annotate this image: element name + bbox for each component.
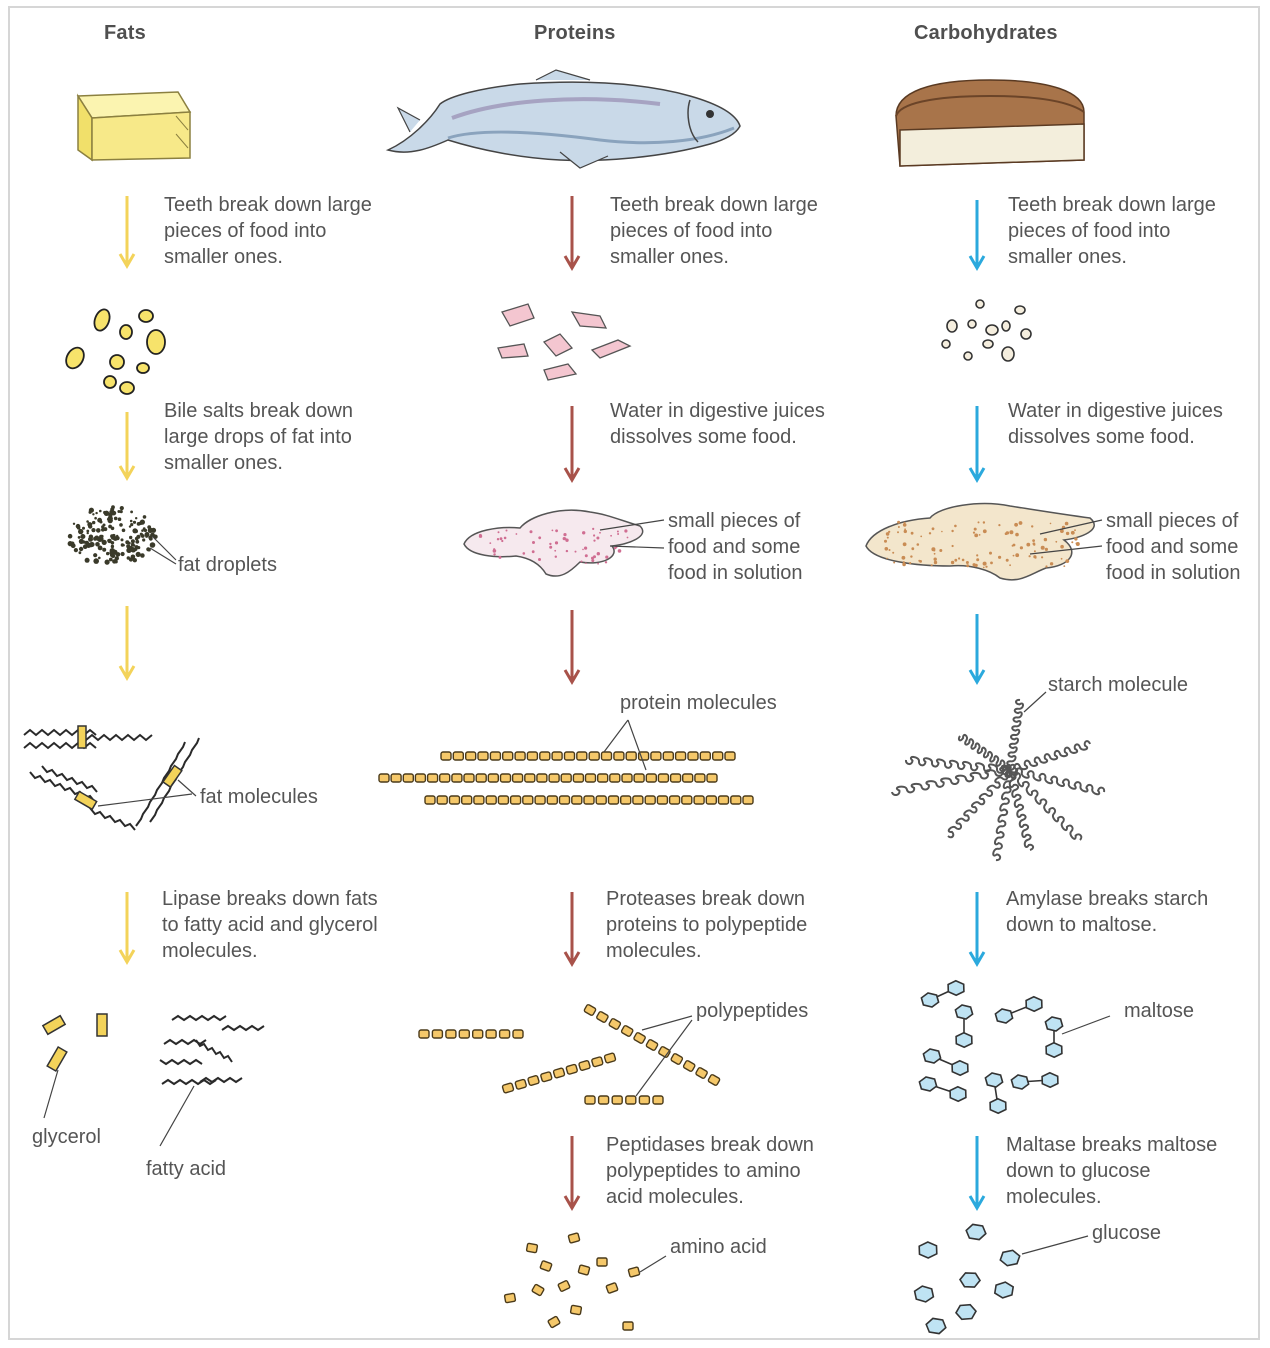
proteins-step-1-caption: Teeth break down large pieces of food in…	[610, 192, 818, 270]
fat-droplets-pointer	[150, 536, 176, 564]
glucose-label: glucose	[1092, 1222, 1161, 1245]
starch-molecule-pointer	[1024, 692, 1046, 712]
fatty-acid-chains	[160, 1016, 264, 1084]
fish-icon	[388, 70, 740, 168]
starch-molecule-label: starch molecule	[1048, 674, 1188, 697]
proteins-heading: Proteins	[534, 22, 616, 45]
glucose-pointer	[1022, 1236, 1088, 1254]
carbohydrates-arrows	[970, 200, 984, 1208]
glucose-molecules	[915, 1224, 1020, 1333]
bread-icon	[896, 80, 1084, 166]
protein-pieces	[498, 304, 630, 380]
fats-step-1-caption: Teeth break down large pieces of food in…	[164, 192, 372, 270]
protein-molecule-chains	[379, 752, 753, 804]
protein-molecules-pointer	[604, 720, 646, 770]
fats-heading: Fats	[104, 22, 146, 45]
carbohydrates-step-4-caption: Amylase breaks starch down to maltose.	[1006, 886, 1208, 938]
amino-acid-molecules	[504, 1233, 639, 1330]
fat-droplets-cluster	[68, 505, 158, 564]
polypeptides-label: polypeptides	[696, 1000, 808, 1023]
fat-drops	[63, 307, 165, 394]
amino-acid-label: amino acid	[670, 1236, 767, 1259]
fat-droplets-label: fat droplets	[178, 554, 277, 577]
glycerol-label: glycerol	[32, 1126, 101, 1149]
carbohydrates-step-5-caption: Maltase breaks maltose down to glucose m…	[1006, 1132, 1217, 1210]
protein-molecules-label: protein molecules	[620, 692, 777, 715]
proteins-step-4-caption: Proteases break down proteins to polypep…	[606, 886, 807, 964]
butter-icon	[78, 92, 190, 160]
starch-molecule	[892, 700, 1104, 860]
maltose-label: maltose	[1124, 1000, 1194, 1023]
fats-arrows	[120, 196, 134, 962]
proteins-step-5-caption: Peptidases break down polypeptides to am…	[606, 1132, 814, 1210]
proteins-step-2-caption: Water in digestive juices dissolves some…	[610, 398, 825, 450]
fats-step-4-caption: Lipase breaks down fats to fatty acid an…	[162, 886, 378, 964]
maltose-molecules	[919, 981, 1062, 1113]
carbohydrates-heading: Carbohydrates	[914, 22, 1058, 45]
amino-acid-pointer	[640, 1256, 666, 1272]
fat-molecules-label: fat molecules	[200, 786, 318, 809]
fats-step-2-caption: Bile salts break down large drops of fat…	[164, 398, 353, 476]
bread-crumbs	[942, 300, 1031, 361]
carbohydrates-step-1-caption: Teeth break down large pieces of food in…	[1008, 192, 1216, 270]
maltose-pointer	[1062, 1016, 1110, 1034]
glycerol-molecules	[43, 1014, 107, 1071]
carb-solution-label: small pieces of food and some food in so…	[1106, 508, 1241, 586]
protein-solution-label: small pieces of food and some food in so…	[668, 508, 803, 586]
fat-molecules-pointer	[98, 780, 196, 806]
polypeptide-chains	[419, 1004, 720, 1104]
carbohydrates-step-2-caption: Water in digestive juices dissolves some…	[1008, 398, 1223, 450]
carb-solution-blob	[866, 504, 1094, 580]
fatty-acid-label: fatty acid	[146, 1158, 226, 1181]
